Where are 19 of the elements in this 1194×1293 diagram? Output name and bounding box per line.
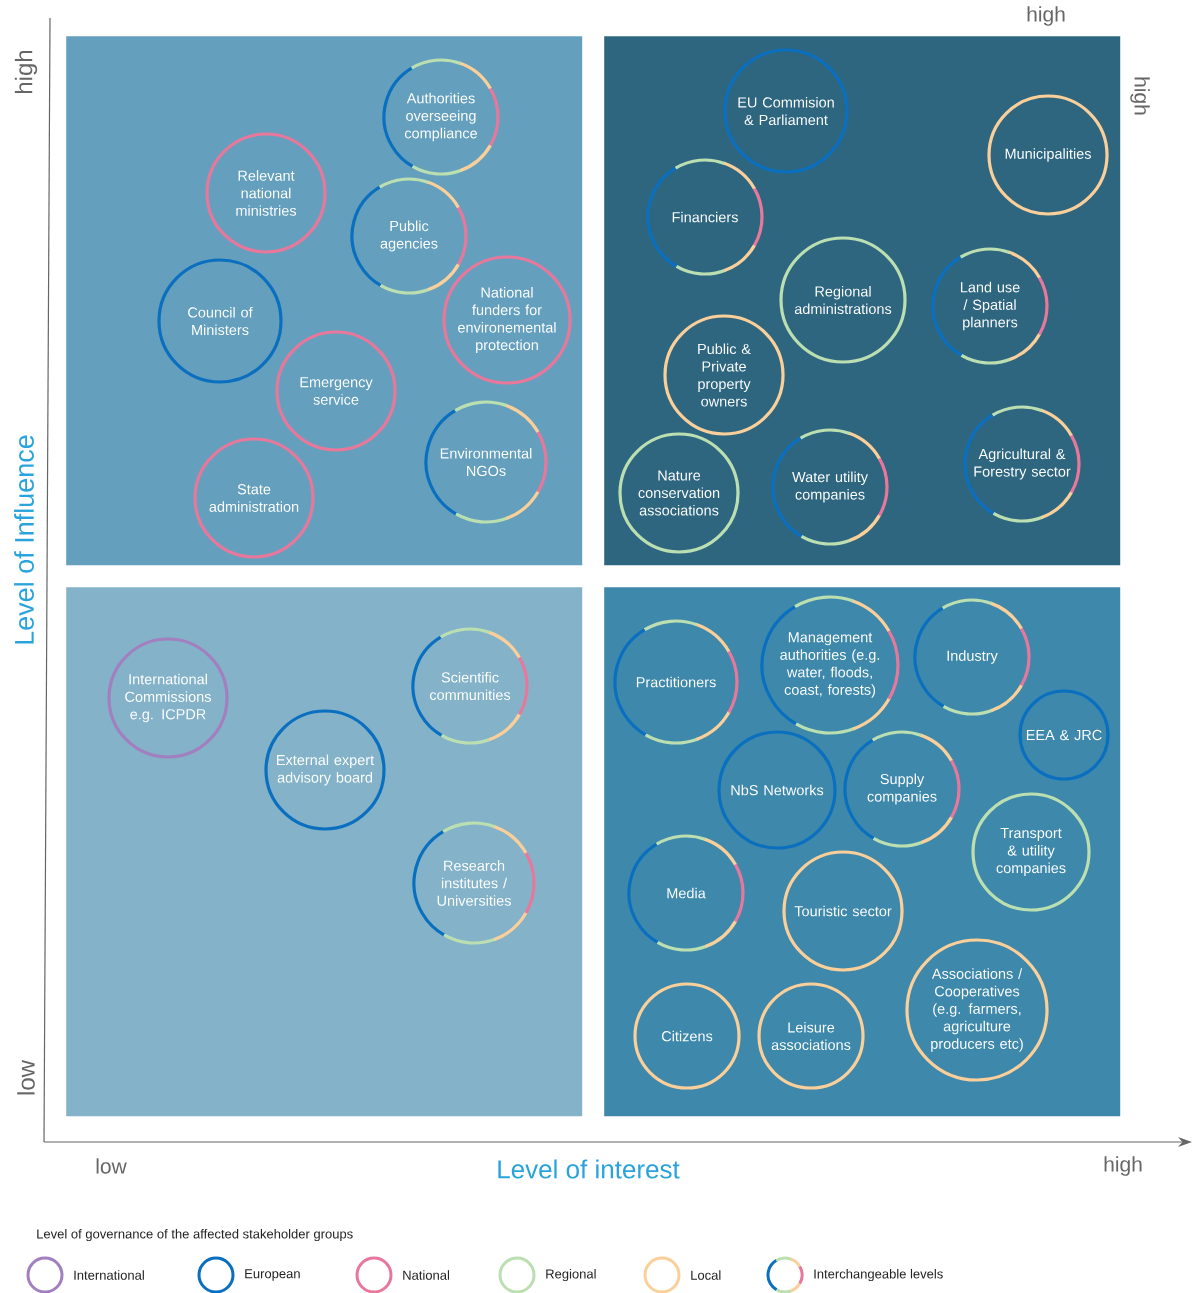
legend-label: National — [403, 1270, 450, 1280]
quadrant-panel — [604, 36, 1121, 566]
axis-label: high — [1027, 6, 1065, 26]
axis-title: Level of interest — [498, 1159, 680, 1179]
legend-label: Interchangeable levels — [814, 1268, 943, 1282]
axis-label: high — [1104, 1156, 1142, 1176]
legend-label: International — [74, 1270, 144, 1280]
axis-label: high — [1130, 77, 1150, 115]
axis-label: low — [96, 1158, 127, 1174]
legend-label: Local — [691, 1270, 721, 1280]
quadrant-panel — [604, 587, 1121, 1117]
legend-label: Regional — [546, 1268, 596, 1282]
quadrant-panel — [66, 36, 583, 566]
axis-title: Level of Influence — [14, 435, 34, 644]
legend-title: Level of governance of the affected stakeholder groups — [37, 1228, 353, 1242]
quadrant-panel — [66, 587, 583, 1117]
axis-label: low — [17, 1059, 35, 1095]
axis-label: high — [14, 50, 38, 94]
legend-label: European — [245, 1269, 300, 1281]
